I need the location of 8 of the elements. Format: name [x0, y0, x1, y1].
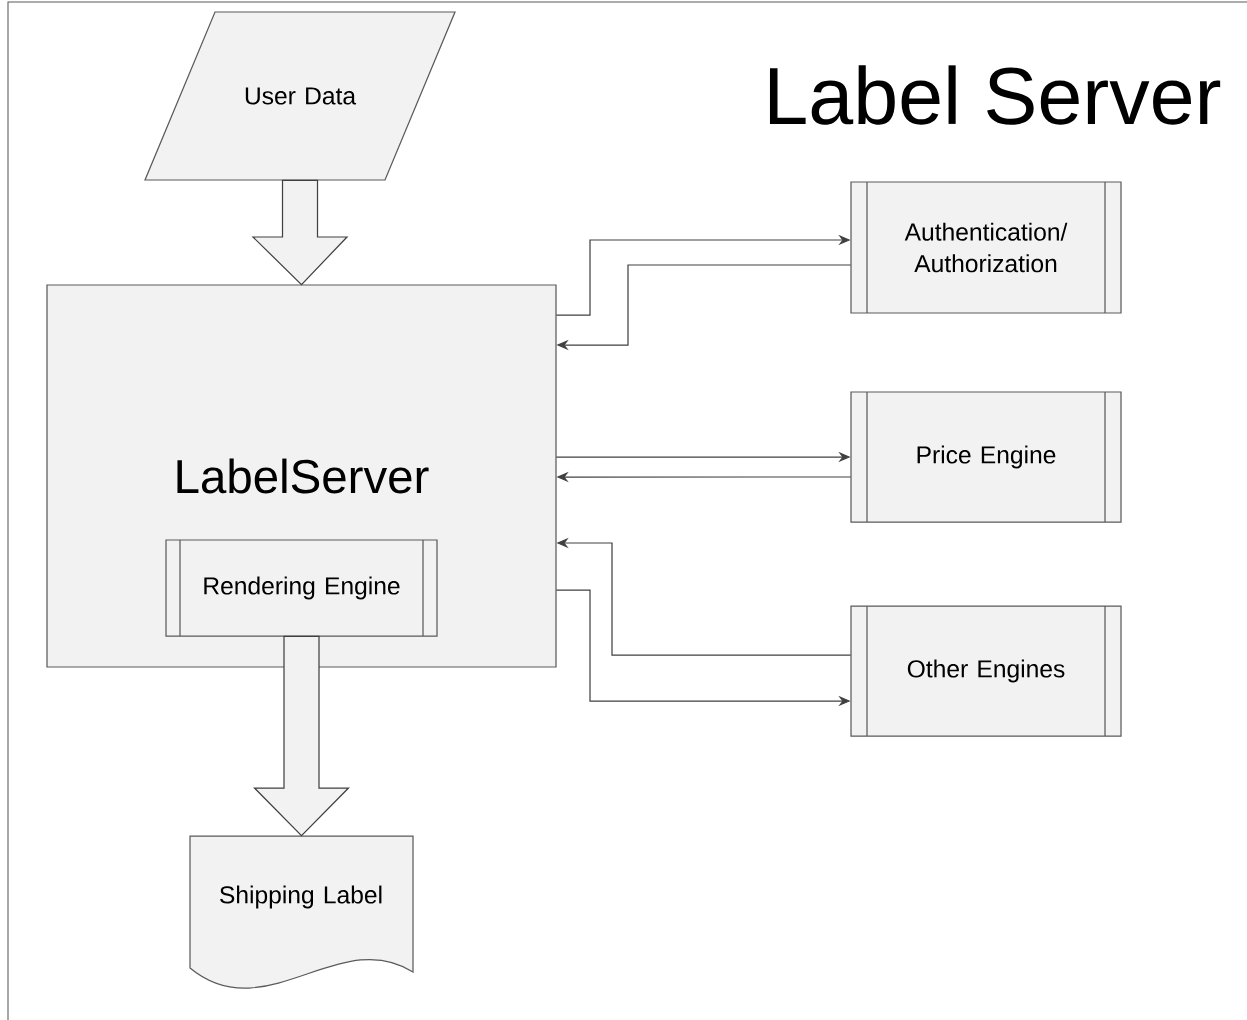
block-arrow — [251, 179, 349, 286]
block-arrow — [253, 635, 350, 837]
subprocess-box: Price Engine — [850, 391, 1122, 523]
data-parallelogram: User Data — [144, 11, 456, 181]
subprocess-box: Other Engines — [850, 605, 1122, 737]
title: Label Server — [769, 65, 1221, 125]
subprocess-box: Authentication/ Authorization — [850, 181, 1122, 314]
subprocess-box: Rendering Engine — [165, 539, 438, 637]
